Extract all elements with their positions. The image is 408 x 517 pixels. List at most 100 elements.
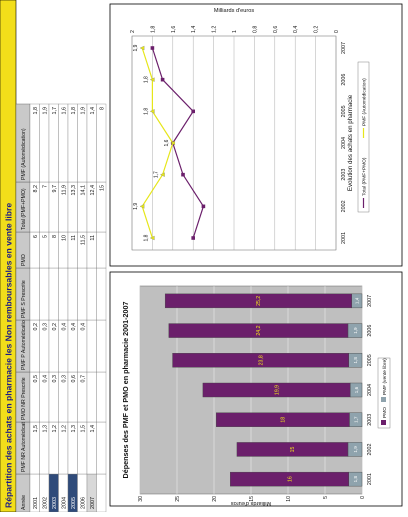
table-cell bbox=[77, 103, 88, 183]
y-tick-label: 5 bbox=[323, 496, 329, 499]
legend-box bbox=[377, 357, 391, 429]
table-total-cell bbox=[96, 371, 107, 423]
y-tick-label: 0 bbox=[334, 30, 340, 33]
table-header-label: PMF S Prescrite bbox=[21, 280, 27, 318]
y-tick-label: 0 bbox=[360, 496, 366, 499]
table-total-cell bbox=[96, 319, 107, 373]
bar-pmo-label: 24,2 bbox=[256, 325, 262, 335]
x-tick-label: 2007 bbox=[341, 42, 347, 54]
point-total bbox=[201, 204, 206, 209]
y-tick-label: 1,8 bbox=[150, 26, 156, 33]
legend-label-pmf: PMF (Automédication) bbox=[362, 78, 368, 126]
table-cell-value: 2004 bbox=[61, 497, 67, 509]
table-cell-value: 1,6 bbox=[61, 107, 67, 115]
table-header-label: PMO NR Prescrite bbox=[21, 377, 27, 420]
x-tick-label: 2006 bbox=[341, 74, 347, 86]
x-tick-label: 2002 bbox=[341, 200, 347, 212]
point-total bbox=[191, 236, 195, 240]
table-cell-value: 2006 bbox=[80, 497, 86, 509]
table-cell-value: 1,8 bbox=[71, 107, 77, 115]
bar-pmf-label: 1,8 bbox=[353, 357, 358, 364]
table-cell bbox=[48, 267, 59, 321]
table-total-cell bbox=[96, 473, 107, 513]
table-cell bbox=[86, 103, 97, 183]
x-tick-label: 2003 bbox=[367, 414, 373, 426]
table-cell-value: 8,2 bbox=[33, 185, 39, 193]
table-cell bbox=[86, 371, 97, 423]
bar-pmo bbox=[164, 293, 352, 309]
table-cell-value: 0,5 bbox=[33, 375, 39, 383]
legend-label-pmf: PMF (vente libre) bbox=[382, 358, 388, 395]
point-pmf bbox=[149, 109, 155, 114]
table-cell-value: 6 bbox=[33, 235, 39, 238]
point-label-pmf: 1,9 bbox=[133, 203, 139, 210]
line-chart-title: Evolution des achats en pharmacie bbox=[347, 94, 354, 191]
table-cell-value: 9,7 bbox=[52, 185, 58, 193]
bar-pmf-label: 1,9 bbox=[353, 327, 358, 334]
bar-chart-title: Dépenses des PMF et PMO en pharmacie 200… bbox=[121, 302, 130, 479]
y-tick-label: 25 bbox=[175, 496, 181, 502]
bar-pmo-label: 23,8 bbox=[258, 355, 264, 365]
x-tick-label: 2003 bbox=[341, 169, 347, 181]
table-header-label: PMF (Automédication) bbox=[21, 128, 27, 180]
bar-pmo-label: 19,9 bbox=[274, 385, 280, 395]
bar-pmo bbox=[172, 353, 349, 368]
table-total-cell bbox=[96, 267, 107, 321]
point-label-pmf: 1,7 bbox=[154, 171, 160, 178]
point-total bbox=[191, 109, 195, 114]
bar-pmf-label: 1,6 bbox=[354, 386, 359, 393]
table-cell bbox=[29, 267, 40, 321]
table-cell bbox=[39, 181, 50, 233]
point-label-pmf: 1,9 bbox=[133, 44, 139, 51]
point-label-pmf: 1,8 bbox=[143, 108, 149, 115]
x-tick-label: 2005 bbox=[367, 354, 373, 366]
y-tick-label: 1 bbox=[232, 30, 238, 33]
point-pmf bbox=[149, 235, 155, 241]
y-tick-label: 20 bbox=[212, 496, 218, 502]
point-label-pmf: 1,6 bbox=[164, 139, 170, 146]
legend-swatch-pmo bbox=[381, 420, 386, 425]
bar-pmf-label: 1,4 bbox=[355, 297, 360, 304]
x-tick-label: 2004 bbox=[367, 384, 373, 396]
point-pmf bbox=[160, 172, 165, 177]
table-total-cell bbox=[96, 103, 107, 183]
bar-pmo bbox=[236, 442, 349, 457]
table-cell bbox=[29, 103, 40, 183]
table-cell-value: 1,8 bbox=[33, 107, 39, 115]
table-cell-value: 2003 bbox=[52, 497, 58, 509]
table-cell-value: 1,3 bbox=[42, 425, 48, 433]
table-cell-value: 11 bbox=[90, 235, 96, 241]
y-axis-label: Milliards d'euros bbox=[231, 500, 271, 506]
point-pmf bbox=[149, 77, 155, 82]
table-cell-value: 1,3 bbox=[71, 425, 77, 433]
table-total-value: 15 bbox=[99, 185, 105, 191]
table-cell-value: 0,4 bbox=[80, 323, 86, 331]
table-total-cell bbox=[96, 421, 107, 475]
table-cell-value: 1,2 bbox=[52, 425, 58, 433]
table-cell bbox=[58, 267, 69, 321]
table-cell-value: 1,7 bbox=[52, 107, 58, 115]
table-total-cell bbox=[96, 231, 107, 269]
table-cell-value: 0,4 bbox=[71, 323, 77, 331]
table-cell-value: 5 bbox=[42, 235, 48, 238]
x-tick-label: 2002 bbox=[367, 443, 373, 455]
table-cell bbox=[77, 267, 88, 321]
table-cell-value: 2005 bbox=[71, 497, 77, 509]
y-tick-label: 15 bbox=[249, 496, 255, 502]
table-cell-value: 10 bbox=[61, 235, 67, 241]
legend-label-total: Total (PMF+PMO) bbox=[362, 157, 368, 196]
table-cell-value: 1,2 bbox=[61, 425, 67, 433]
x-tick-label: 2007 bbox=[367, 295, 373, 307]
table-cell-value: 0,7 bbox=[80, 375, 86, 383]
table-cell-value: 0,2 bbox=[33, 323, 39, 331]
table-cell bbox=[58, 103, 69, 183]
table-cell-value: 1,5 bbox=[80, 425, 86, 433]
table-cell-value: 0,3 bbox=[52, 375, 58, 383]
bar-pmo bbox=[168, 323, 349, 338]
table-cell-value: 13,3 bbox=[71, 185, 77, 196]
table-cell bbox=[67, 267, 78, 321]
table-header-label: PMF NR Automédication bbox=[21, 415, 27, 472]
page-title: Répartition des achats en pharmacie les … bbox=[4, 203, 14, 508]
